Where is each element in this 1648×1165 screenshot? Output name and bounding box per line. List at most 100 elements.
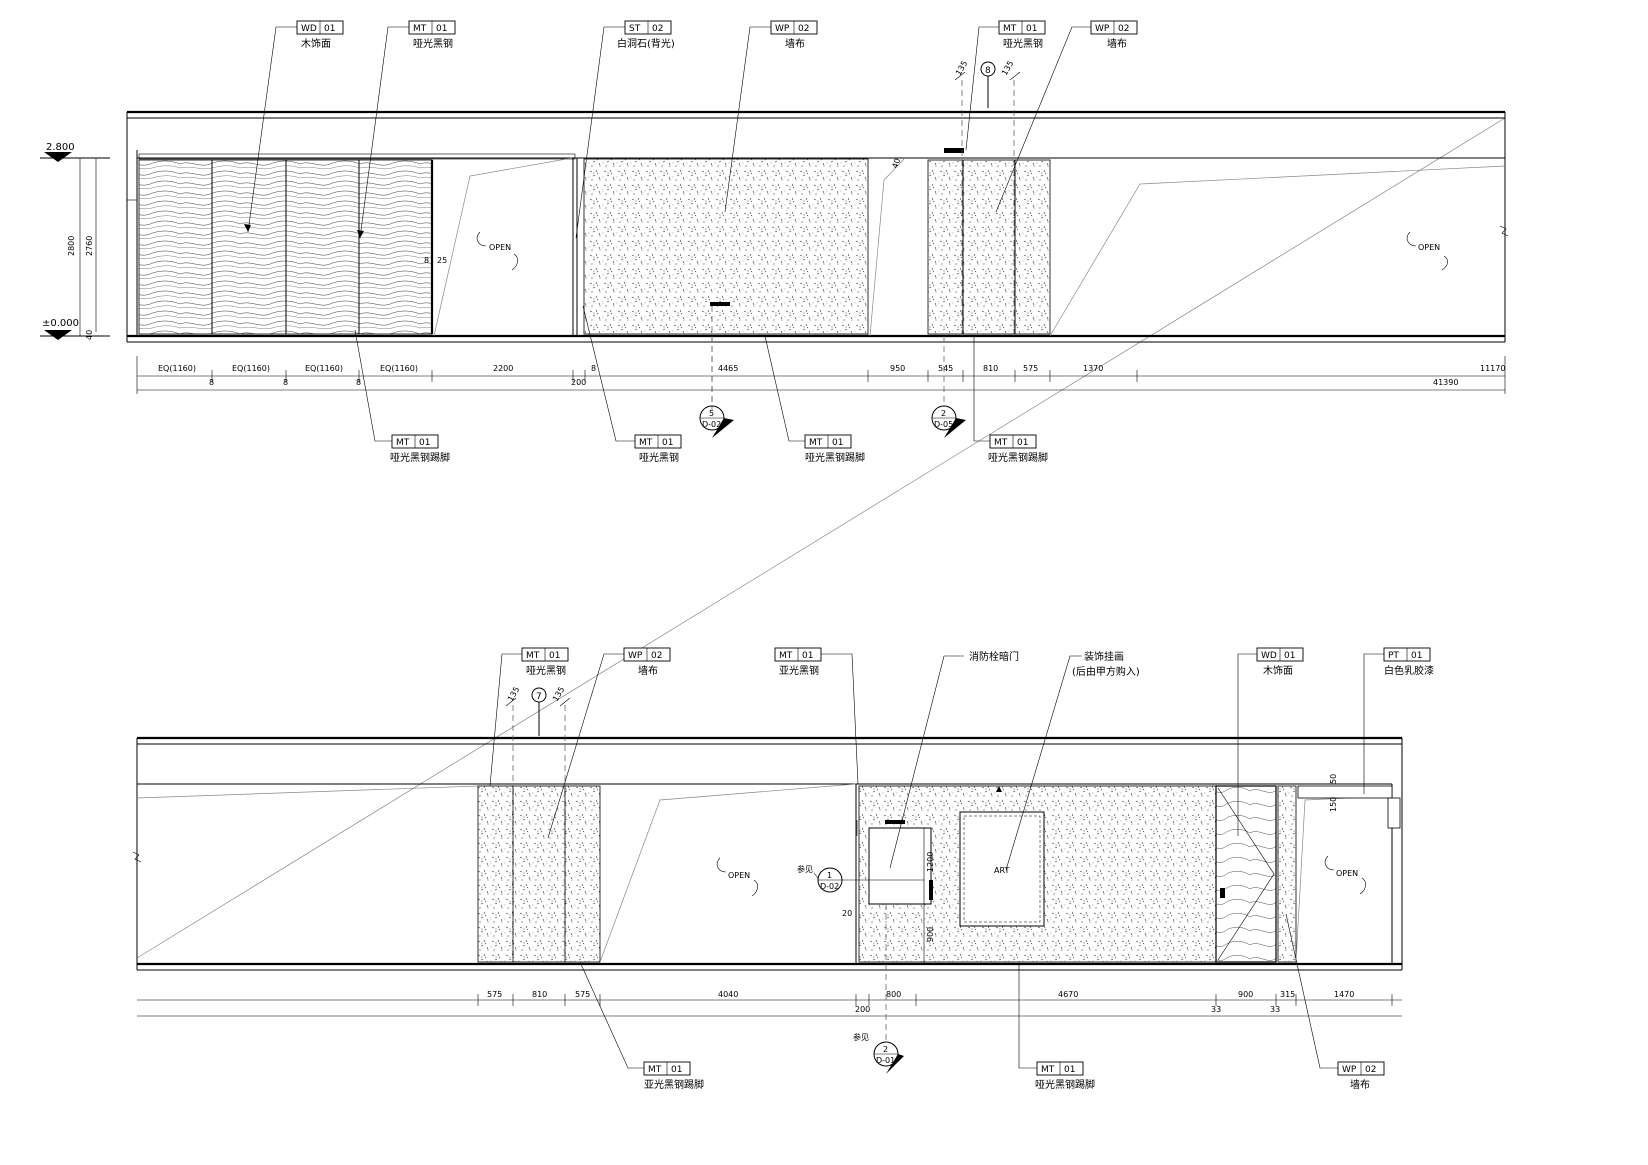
svg-text:02: 02 (798, 24, 809, 34)
dim-a-5: 2200 (493, 364, 513, 373)
open-arrow-a2b (1441, 255, 1448, 271)
wood-door-swing (1217, 787, 1275, 961)
level-top-marker (44, 152, 72, 162)
svg-text:哑光黑钢: 哑光黑钢 (1003, 37, 1043, 50)
svg-text:哑光黑钢踢脚: 哑光黑钢踢脚 (390, 451, 450, 464)
svg-text:01: 01 (671, 1065, 682, 1075)
b-dim-r2-3: 33 (1270, 1005, 1280, 1014)
section-mark-b1: 参见 1 D-02 (797, 864, 924, 893)
svg-text:D-01: D-01 (876, 1056, 895, 1065)
svg-text:01: 01 (1026, 24, 1037, 34)
svg-text:01: 01 (419, 438, 430, 448)
svg-text:01: 01 (1411, 651, 1422, 661)
b-wallcloth-strip (1277, 785, 1297, 963)
callout-top-b4: 消防栓暗门 (889, 650, 1019, 869)
svg-text:MT: MT (639, 438, 653, 448)
callout-top-b6: WD 01 木饰面 (1237, 647, 1304, 836)
callout-top-a1: WD 01 木饰面 (244, 20, 344, 233)
open-arrow-b2b (1359, 877, 1366, 895)
open-label-a2: OPEN (1418, 243, 1440, 252)
b-dim-1: 575 (487, 990, 502, 999)
svg-text:WP: WP (1095, 24, 1110, 34)
b-open-swing-1 (599, 783, 857, 963)
svg-text:02: 02 (651, 651, 662, 661)
svg-text:墙布: 墙布 (785, 37, 805, 50)
dim-a-r2-4: 200 (571, 378, 586, 387)
dim-a-r2-3: 8 (356, 378, 361, 387)
open-arrow-a1a (476, 231, 487, 247)
svg-text:1: 1 (827, 871, 832, 880)
b-dim-ticks (477, 994, 1393, 1006)
svg-text:PT: PT (1388, 651, 1399, 661)
art-label: ART (994, 866, 1009, 875)
svg-text:白洞石(背光): 白洞石(背光) (617, 37, 675, 50)
wallcloth-panel-b (927, 159, 1051, 335)
svg-text:哑光黑钢: 哑光黑钢 (639, 451, 679, 464)
circle-tag-8-text: 8 (985, 66, 991, 76)
circle-tag-7-text: 7 (536, 692, 542, 702)
dim-a-2: EQ(1160) (232, 364, 270, 373)
b-spot-dim-1: 135 (506, 685, 521, 703)
svg-text:MT: MT (413, 24, 427, 34)
open-arrow-b1a (716, 857, 727, 873)
switch-plate (710, 302, 730, 306)
b-dim-r2-1: 200 (855, 1005, 870, 1014)
b-right-return (1387, 797, 1401, 829)
hydrant-door-handle (929, 880, 933, 900)
svg-text:5: 5 (709, 409, 714, 418)
spot-dim-a2: 135 (1000, 59, 1015, 77)
svg-text:(后由甲方购入): (后由甲方购入) (1072, 665, 1140, 678)
b-vdim-1200: 1200 (926, 852, 935, 872)
wood-door-handle (1220, 888, 1225, 898)
dim-a-3: EQ(1160) (305, 364, 343, 373)
dim-8: 8 (424, 256, 429, 265)
sensor-plate (944, 148, 964, 153)
section-mark-b2: 参见 2 D-01 (853, 904, 904, 1074)
callout-top-b5: 装饰挂画 (后由甲方购入) (1005, 650, 1140, 871)
b-dim-7: 900 (1238, 990, 1253, 999)
callout-top-a5: MT 01 哑光黑钢 (965, 20, 1046, 151)
dim-a-6: 8 (591, 364, 596, 373)
elevation-a: 8 25 OPEN 40 135 135 8 OPEN (40, 20, 1509, 464)
b-wallcloth-panel (477, 785, 601, 963)
wallcloth-panel-a (583, 158, 869, 335)
art-frame-inner (963, 815, 1041, 923)
dim-a-12: 1370 (1083, 364, 1103, 373)
break-mark-b (132, 851, 142, 863)
svg-text:MT: MT (1003, 24, 1017, 34)
section-mark-a1: 5 D-02 (699, 336, 734, 438)
b-dim-5: 800 (886, 990, 901, 999)
dim-a-1: EQ(1160) (158, 364, 196, 373)
svg-text:01: 01 (436, 24, 447, 34)
callout-bottom-a4: MT 01 哑光黑钢踢脚 (973, 336, 1048, 464)
b-spot-dim-2: 135 (551, 685, 566, 703)
dim-ticks-a (136, 356, 1506, 394)
b-open-swing-2 (1295, 795, 1393, 963)
b-dim-4: 4040 (718, 990, 738, 999)
svg-text:哑光黑钢踢脚: 哑光黑钢踢脚 (988, 451, 1048, 464)
callout-bottom-a3: MT 01 哑光黑钢踢脚 (764, 335, 865, 464)
svg-text:墙布: 墙布 (638, 664, 658, 677)
b-vdim-900: 900 (926, 927, 935, 942)
svg-text:MT: MT (809, 438, 823, 448)
svg-text:哑光黑钢踢脚: 哑光黑钢踢脚 (1035, 1078, 1095, 1091)
dim-a-r2-1: 8 (209, 378, 214, 387)
svg-text:ST: ST (629, 24, 641, 34)
callout-top-b2: WP 02 墙布 (547, 647, 671, 839)
dim-a-8: 950 (890, 364, 905, 373)
callout-bottom-a1: MT 01 哑光黑钢踢脚 (354, 329, 450, 464)
b-dim-r2-2: 33 (1211, 1005, 1221, 1014)
svg-text:01: 01 (802, 651, 813, 661)
dim-40-small: 40 (890, 157, 902, 170)
open-label-a1: OPEN (489, 243, 511, 252)
svg-text:MT: MT (994, 438, 1008, 448)
dim-a-13: 11170 (1480, 364, 1505, 373)
left-jamb (126, 199, 138, 337)
b-dim-9: 1470 (1334, 990, 1354, 999)
svg-text:2: 2 (941, 409, 946, 418)
height-total: 2800 (67, 236, 76, 256)
callout-top-b3: MT 01 亚光黑钢 (774, 647, 859, 785)
art-frame (959, 811, 1045, 927)
wood-top-trim (138, 153, 576, 160)
svg-text:02: 02 (1365, 1065, 1376, 1075)
